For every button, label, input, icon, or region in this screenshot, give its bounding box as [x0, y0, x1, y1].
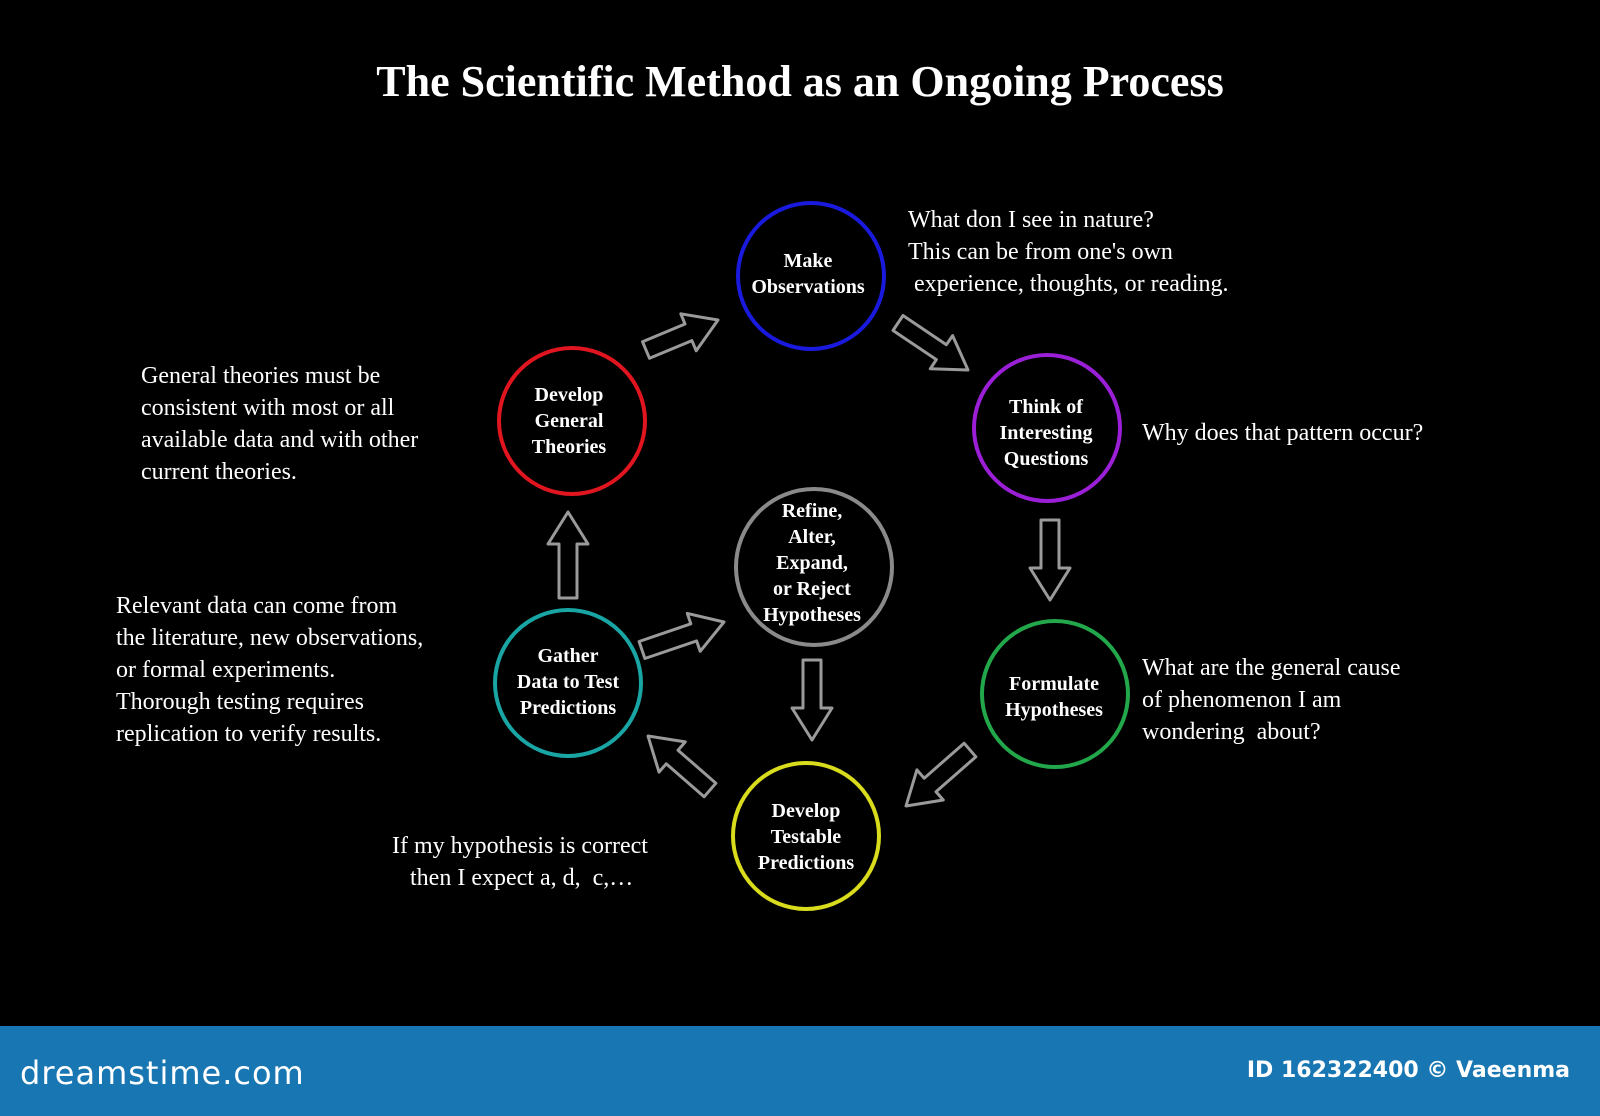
footer-brand: dreamstime.com	[20, 1054, 305, 1092]
circle-refine-hypotheses	[734, 487, 894, 647]
node-think-questions: Think of Interesting Questions	[999, 396, 1093, 470]
circle-formulate-hypotheses	[980, 619, 1130, 769]
desc-observations: What don I see in nature? This can be fr…	[908, 207, 1229, 297]
arrow-refine-to-predictions	[790, 658, 834, 742]
desc-data: Relevant data can come from the literatu…	[116, 593, 424, 747]
desc-theories: General theories must be consistent with…	[141, 363, 419, 485]
arrow-gather-to-refine	[637, 611, 726, 660]
circle-think-questions	[972, 353, 1122, 503]
node-gather-data: Gather Data to Test Predictions	[516, 645, 620, 719]
circle-make-observations	[736, 201, 886, 351]
footer-credit: ID 162322400 © Vaeenma	[1246, 1058, 1570, 1083]
node-formulate-hypotheses: Formulate Hypotheses	[1005, 673, 1103, 721]
node-develop-theories: Develop General Theories	[531, 384, 607, 458]
arrow-observations-to-questions	[891, 314, 970, 372]
arrow-hypotheses-to-predictions	[904, 741, 978, 808]
arrows-group	[546, 312, 1072, 808]
node-make-observations: Make Observations	[751, 250, 865, 298]
node-develop-predictions: Develop Testable Predictions	[757, 800, 855, 874]
arrow-predictions-to-gather	[646, 734, 718, 799]
arrow-theories-to-observations	[641, 312, 720, 360]
circle-develop-predictions	[731, 761, 881, 911]
circle-develop-theories	[497, 346, 647, 496]
footer-bar: dreamstime.com ID 162322400 © Vaeenma	[0, 1026, 1600, 1116]
node-refine-hypotheses: Refine, Alter, Expand, or Reject Hypothe…	[763, 500, 861, 626]
arrow-gather-to-theories	[546, 510, 590, 600]
circle-gather-data	[493, 608, 643, 758]
desc-questions: Why does that pattern occur?	[1142, 420, 1424, 446]
desc-hypotheses: What are the general cause of phenomenon…	[1142, 655, 1401, 745]
desc-predictions: If my hypothesis is correct then I expec…	[392, 833, 648, 891]
diagram-title: The Scientific Method as an Ongoing Proc…	[376, 57, 1224, 106]
arrow-questions-to-hypotheses	[1028, 518, 1072, 602]
